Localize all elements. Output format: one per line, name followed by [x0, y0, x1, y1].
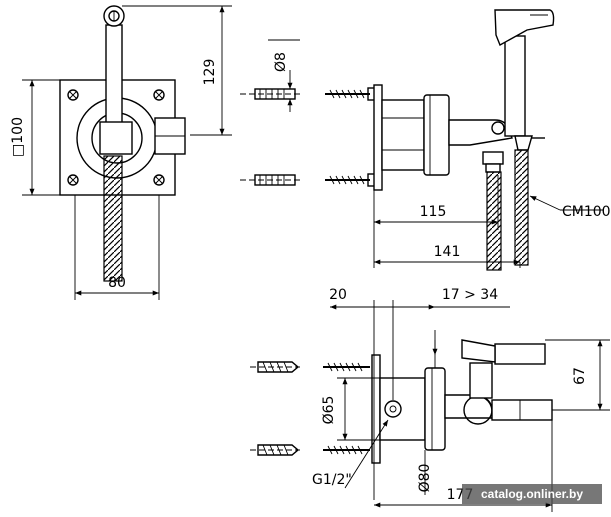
watermark-bg: [462, 484, 602, 504]
outlet-plan: [491, 399, 553, 421]
dim-square-100: □100: [10, 117, 26, 157]
handset-side: [494, 9, 555, 46]
dim-80: 80: [108, 275, 126, 291]
dim-diameter-65: Ø65: [321, 396, 337, 425]
dim-thread: G1/2": [312, 472, 352, 488]
wall-anchors-bottom: [250, 361, 300, 456]
shower-hose-side: [514, 149, 529, 266]
plan-view: [250, 300, 610, 512]
dim-67: 67: [572, 367, 588, 385]
watermark: catalog.onliner.by: [481, 487, 583, 501]
dim-141: 141: [434, 244, 461, 260]
supply-hose-side: [486, 171, 502, 271]
side-view: [240, 9, 604, 271]
wall-plate-side: [373, 84, 383, 191]
rosette-side: [423, 94, 450, 176]
dim-129: 129: [202, 59, 218, 86]
dim-diameter-80: Ø80: [417, 464, 433, 493]
holder-side: [504, 35, 526, 137]
wall-plate-plan: [371, 354, 381, 464]
dim-diameter-8: Ø8: [273, 52, 289, 72]
lever-plan: [494, 343, 546, 365]
dim-115: 115: [420, 204, 447, 220]
dim-20: 20: [329, 287, 347, 303]
front-view: [22, 5, 232, 300]
dim-17-34: 17 > 34: [442, 287, 498, 303]
wall-anchors-top: [240, 88, 300, 186]
valve-body-side: [381, 99, 425, 171]
rosette-plan: [424, 367, 446, 451]
dim-cm100: CM100: [562, 204, 611, 220]
hose-front: [103, 155, 123, 282]
handset-body: [105, 24, 123, 124]
valve-body-plan: [379, 377, 426, 441]
plate-screws: [67, 89, 165, 186]
